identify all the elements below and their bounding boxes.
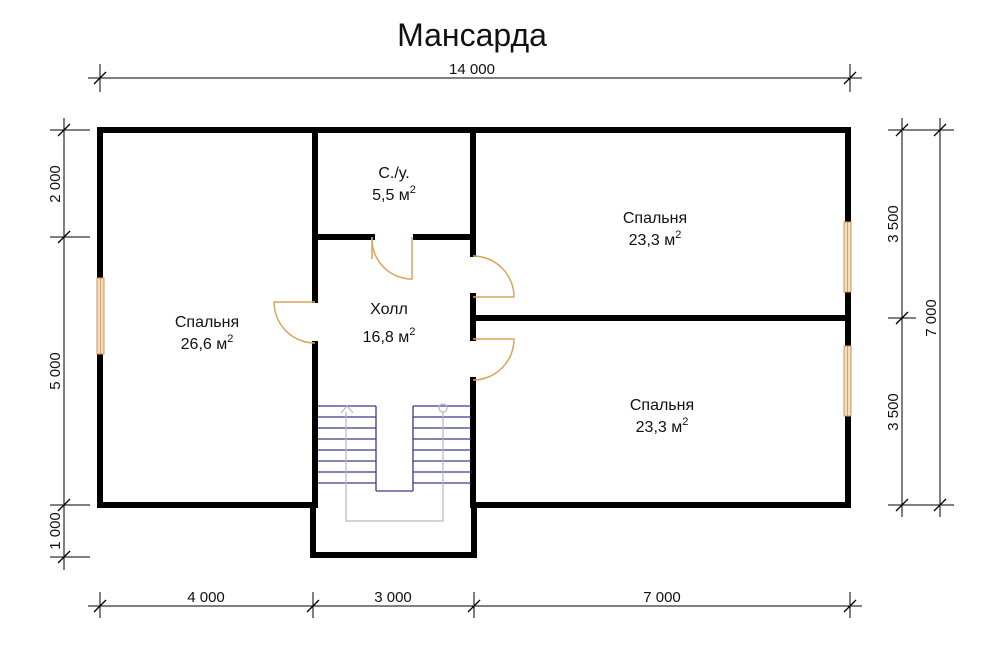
room-area: 23,3 м2 bbox=[636, 416, 689, 436]
dimension-label-middle-width: 3 000 bbox=[374, 589, 412, 606]
dimension-label-total-depth: 7 000 bbox=[923, 299, 940, 337]
door-bathroom bbox=[371, 236, 413, 280]
dimension-tick bbox=[93, 599, 107, 613]
room-area-value: 23,3 м bbox=[636, 419, 683, 436]
dimension-label-stair-depth: 1 000 bbox=[47, 512, 64, 550]
door-swing bbox=[371, 236, 413, 280]
room-name: Спальня bbox=[630, 397, 694, 414]
room-area-value: 5,5 м bbox=[372, 187, 410, 204]
door-swing bbox=[472, 338, 515, 381]
door-lower-right-bedroom bbox=[472, 338, 515, 381]
dimension-label-upper-bedroom-depth: 3 500 bbox=[885, 205, 902, 243]
top-dimension: 14 000 bbox=[88, 61, 862, 92]
dimension-label-main-depth: 5 000 bbox=[47, 352, 64, 390]
dimension-tick bbox=[895, 123, 909, 137]
door-upper-right-bedroom bbox=[472, 255, 515, 298]
dimension-tick bbox=[843, 599, 857, 613]
stair-steps bbox=[318, 405, 471, 484]
room-bedroom-upper-right: Спальня 23,3 м2 bbox=[623, 210, 687, 249]
windows bbox=[96, 221, 852, 417]
dimension-tick bbox=[57, 498, 71, 512]
room-area-unit-sup: 2 bbox=[227, 333, 233, 345]
dimension-tick bbox=[933, 123, 947, 137]
room-area-unit-sup: 2 bbox=[410, 184, 416, 196]
window-left bbox=[96, 277, 105, 355]
room-bedroom-lower-right: Спальня 23,3 м2 bbox=[630, 397, 694, 436]
door-swing bbox=[273, 301, 316, 344]
room-hall: Холл 16,8 м2 bbox=[363, 301, 416, 346]
room-area: 23,3 м2 bbox=[629, 229, 682, 249]
dimension-tick bbox=[933, 498, 947, 512]
doors bbox=[273, 236, 515, 381]
door-swing bbox=[472, 255, 515, 298]
room-labels: С./у. 5,5 м2 Спальня 23,3 м2 Спальня 26,… bbox=[175, 165, 694, 436]
dimension-tick bbox=[57, 550, 71, 564]
room-area-value: 23,3 м bbox=[629, 232, 676, 249]
room-area-value: 26,6 м bbox=[181, 336, 228, 353]
door-left-bedroom bbox=[273, 301, 316, 344]
window-right-upper bbox=[843, 221, 852, 293]
room-area: 5,5 м2 bbox=[372, 184, 416, 204]
left-dimensions: 2 000 5 000 1 000 bbox=[47, 118, 90, 570]
room-name: С./у. bbox=[378, 165, 409, 182]
staircase bbox=[318, 403, 471, 522]
stair-start-marker bbox=[438, 403, 448, 413]
room-area-unit-sup: 2 bbox=[682, 416, 688, 428]
room-area-value: 16,8 м bbox=[363, 329, 410, 346]
window-right-lower bbox=[843, 345, 852, 417]
room-area: 16,8 м2 bbox=[363, 326, 416, 346]
dimension-tick bbox=[57, 123, 71, 137]
room-area: 26,6 м2 bbox=[181, 333, 234, 353]
right-dimensions: 3 500 3 500 7 000 bbox=[885, 118, 954, 517]
room-name: Спальня bbox=[623, 210, 687, 227]
dimension-tick bbox=[843, 71, 857, 85]
room-bedroom-left: Спальня 26,6 м2 bbox=[175, 314, 239, 353]
dimension-label-top-depth: 2 000 bbox=[47, 165, 64, 203]
room-name: Холл bbox=[370, 301, 408, 318]
dimension-tick bbox=[306, 599, 320, 613]
room-area-unit-sup: 2 bbox=[675, 229, 681, 241]
plan-title: Мансарда bbox=[397, 17, 547, 53]
room-name: Спальня bbox=[175, 314, 239, 331]
dimension-label-right-width: 7 000 bbox=[643, 589, 681, 606]
dimension-tick bbox=[467, 599, 481, 613]
dimension-label-total-width: 14 000 bbox=[449, 61, 495, 78]
room-area-unit-sup: 2 bbox=[409, 326, 415, 338]
stair-handrail bbox=[345, 412, 444, 522]
room-bathroom: С./у. 5,5 м2 bbox=[372, 165, 416, 204]
dimension-tick bbox=[895, 311, 909, 325]
stair-arrow bbox=[340, 405, 354, 414]
dimension-tick bbox=[93, 71, 107, 85]
dimension-label-left-width: 4 000 bbox=[187, 589, 225, 606]
dimension-tick bbox=[895, 498, 909, 512]
dimension-label-lower-bedroom-depth: 3 500 bbox=[885, 393, 902, 431]
bottom-dimensions: 4 000 3 000 7 000 bbox=[88, 589, 862, 618]
dimension-tick bbox=[57, 230, 71, 244]
